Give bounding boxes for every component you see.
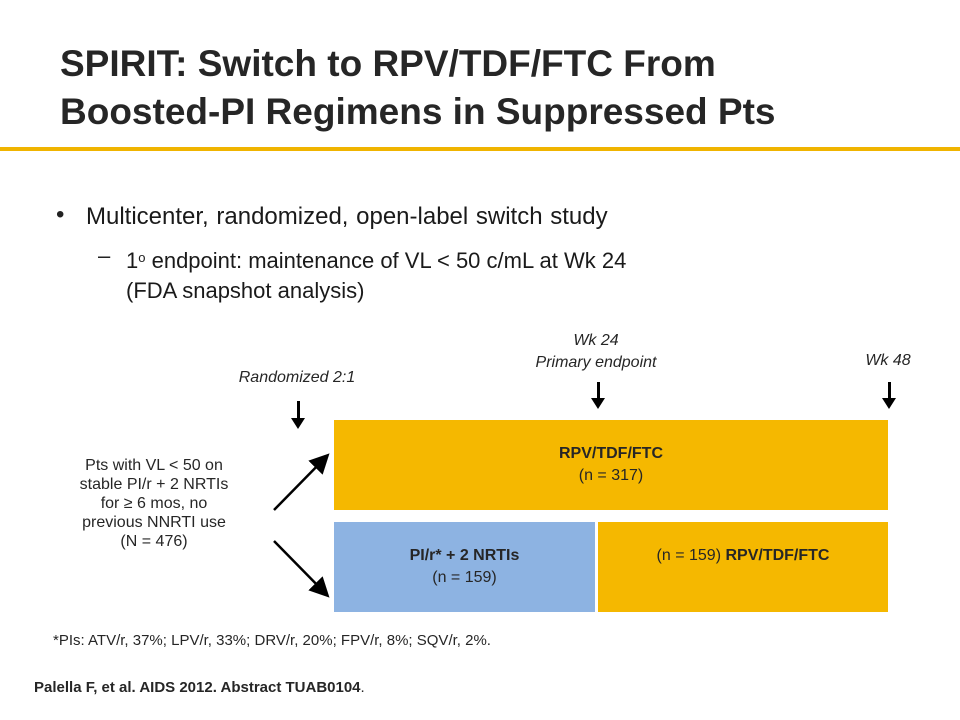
slide-title: SPIRIT: Switch to RPV/TDF/FTC From Boost… (60, 40, 930, 136)
wk24-line-2: Primary endpoint (535, 354, 657, 371)
population-line-3: for ≥ 6 mos, no (100, 495, 208, 512)
arm-rpv-delayed: (n = 159) RPV/TDF/FTC (598, 522, 888, 612)
bullet-study-design: Multicenter, randomized, open-label swit… (86, 203, 608, 230)
arm-pi-continue: PI/r* + 2 NRTIs (n = 159) (334, 522, 595, 612)
arm-rpv-immediate-n: (n = 317) (578, 467, 644, 484)
population-line-4: previous NNRTI use (82, 514, 226, 531)
wk48-arrow (882, 382, 896, 409)
endpoint-line-1: endpoint: maintenance of VL < 50 c/mL at… (145, 248, 627, 273)
arm-rpv-delayed-label: (n = 159) RPV/TDF/FTC (657, 547, 830, 565)
citation: Palella F, et al. AIDS 2012. Abstract TU… (34, 679, 365, 696)
arm-rpv-delayed-n: (n = 159) (656, 547, 722, 564)
bullet-marker: • (56, 201, 65, 228)
population-line-1: Pts with VL < 50 on (85, 457, 223, 474)
title-divider (0, 147, 960, 151)
wk24-arrow (591, 382, 605, 409)
population-description: Pts with VL < 50 on stable PI/r + 2 NRTI… (44, 456, 264, 551)
wk24-label: Wk 24 Primary endpoint (486, 330, 706, 374)
endpoint-superscript: o (138, 250, 146, 265)
wk24-line-1: Wk 24 (573, 332, 619, 349)
title-line-1: SPIRIT: Switch to RPV/TDF/FTC From (60, 43, 716, 84)
arrow-to-pi-arm (273, 540, 330, 598)
arm-rpv-immediate-name: RPV/TDF/FTC (559, 445, 663, 462)
population-line-5: (N = 476) (120, 533, 188, 550)
arm-rpv-delayed-name: RPV/TDF/FTC (725, 547, 830, 564)
arm-pi-continue-name: PI/r* + 2 NRTIs (409, 547, 520, 564)
population-line-2: stable PI/r + 2 NRTIs (79, 476, 229, 493)
arm-pi-continue-n: (n = 159) (432, 569, 497, 586)
arm-rpv-immediate: RPV/TDF/FTC (n = 317) (334, 420, 888, 510)
citation-tail: . (360, 679, 365, 696)
endpoint-line-2: (FDA snapshot analysis) (126, 278, 365, 303)
randomized-label: Randomized 2:1 (238, 369, 356, 386)
wk48-label: Wk 48 (865, 352, 911, 369)
randomized-arrow (291, 401, 305, 429)
footnote: *PIs: ATV/r, 37%; LPV/r, 33%; DRV/r, 20%… (53, 632, 491, 649)
arrow-to-rpv-arm (273, 453, 330, 511)
sub-bullet-endpoint: 1o endpoint: maintenance of VL < 50 c/mL… (126, 243, 766, 306)
endpoint-prefix: 1 (126, 248, 139, 273)
citation-text: Palella F, et al. AIDS 2012. Abstract TU… (34, 679, 361, 696)
sub-bullet-marker: – (98, 243, 111, 268)
title-line-2: Boosted-PI Regimens in Suppressed Pts (60, 91, 776, 132)
